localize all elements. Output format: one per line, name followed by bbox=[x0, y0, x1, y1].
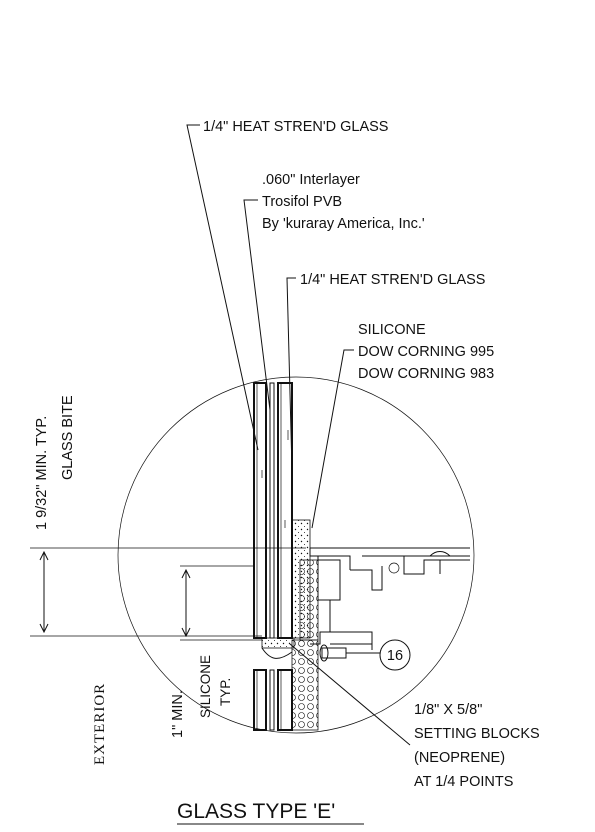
label-setting-blocks-2: SETTING BLOCKS bbox=[414, 726, 540, 742]
mullion-extrusion bbox=[309, 547, 470, 650]
setting-block bbox=[261, 637, 380, 662]
detail-circle bbox=[117, 376, 475, 734]
svg-text:16: 16 bbox=[387, 648, 403, 664]
label-glass-bite: GLASS BITE bbox=[60, 395, 76, 480]
callout-tag-16: 16 bbox=[379, 639, 411, 671]
label-interlayer-1: .060" Interlayer bbox=[262, 172, 360, 188]
label-silicone-1: SILICONE bbox=[358, 322, 426, 338]
leader-lines bbox=[186, 124, 411, 746]
dimension-glass-bite bbox=[30, 547, 306, 637]
label-exterior: EXTERIOR bbox=[92, 683, 108, 765]
label-silicone-dim: 1" MIN. bbox=[170, 690, 186, 738]
label-setting-blocks-4: AT 1/4 POINTS bbox=[414, 774, 513, 790]
label-silicone-2: DOW CORNING 995 bbox=[358, 344, 494, 360]
glass-layup-upper bbox=[253, 382, 293, 639]
label-silicone-3: DOW CORNING 983 bbox=[358, 366, 494, 382]
label-glass-bite-dim: 1 9/32" MIN. TYP. bbox=[34, 416, 50, 530]
label-interlayer-3: By 'kuraray America, Inc.' bbox=[262, 216, 425, 232]
label-setting-blocks-3: (NEOPRENE) bbox=[414, 750, 505, 766]
glass-layup-lower bbox=[253, 669, 293, 731]
label-silicone-typ-2: TYP. bbox=[218, 678, 233, 706]
silicone-joint bbox=[291, 519, 319, 731]
label-glass-top: 1/4" HEAT STREN'D GLASS bbox=[203, 119, 388, 135]
label-silicone-typ-1: SILICONE bbox=[198, 655, 213, 718]
dimension-silicone bbox=[180, 565, 262, 641]
label-glass-inner: 1/4" HEAT STREN'D GLASS bbox=[300, 272, 485, 288]
label-interlayer-2: Trosifol PVB bbox=[262, 194, 342, 210]
drawing-title: GLASS TYPE 'E' bbox=[177, 800, 335, 823]
label-setting-blocks-1: 1/8" X 5/8" bbox=[414, 702, 482, 718]
